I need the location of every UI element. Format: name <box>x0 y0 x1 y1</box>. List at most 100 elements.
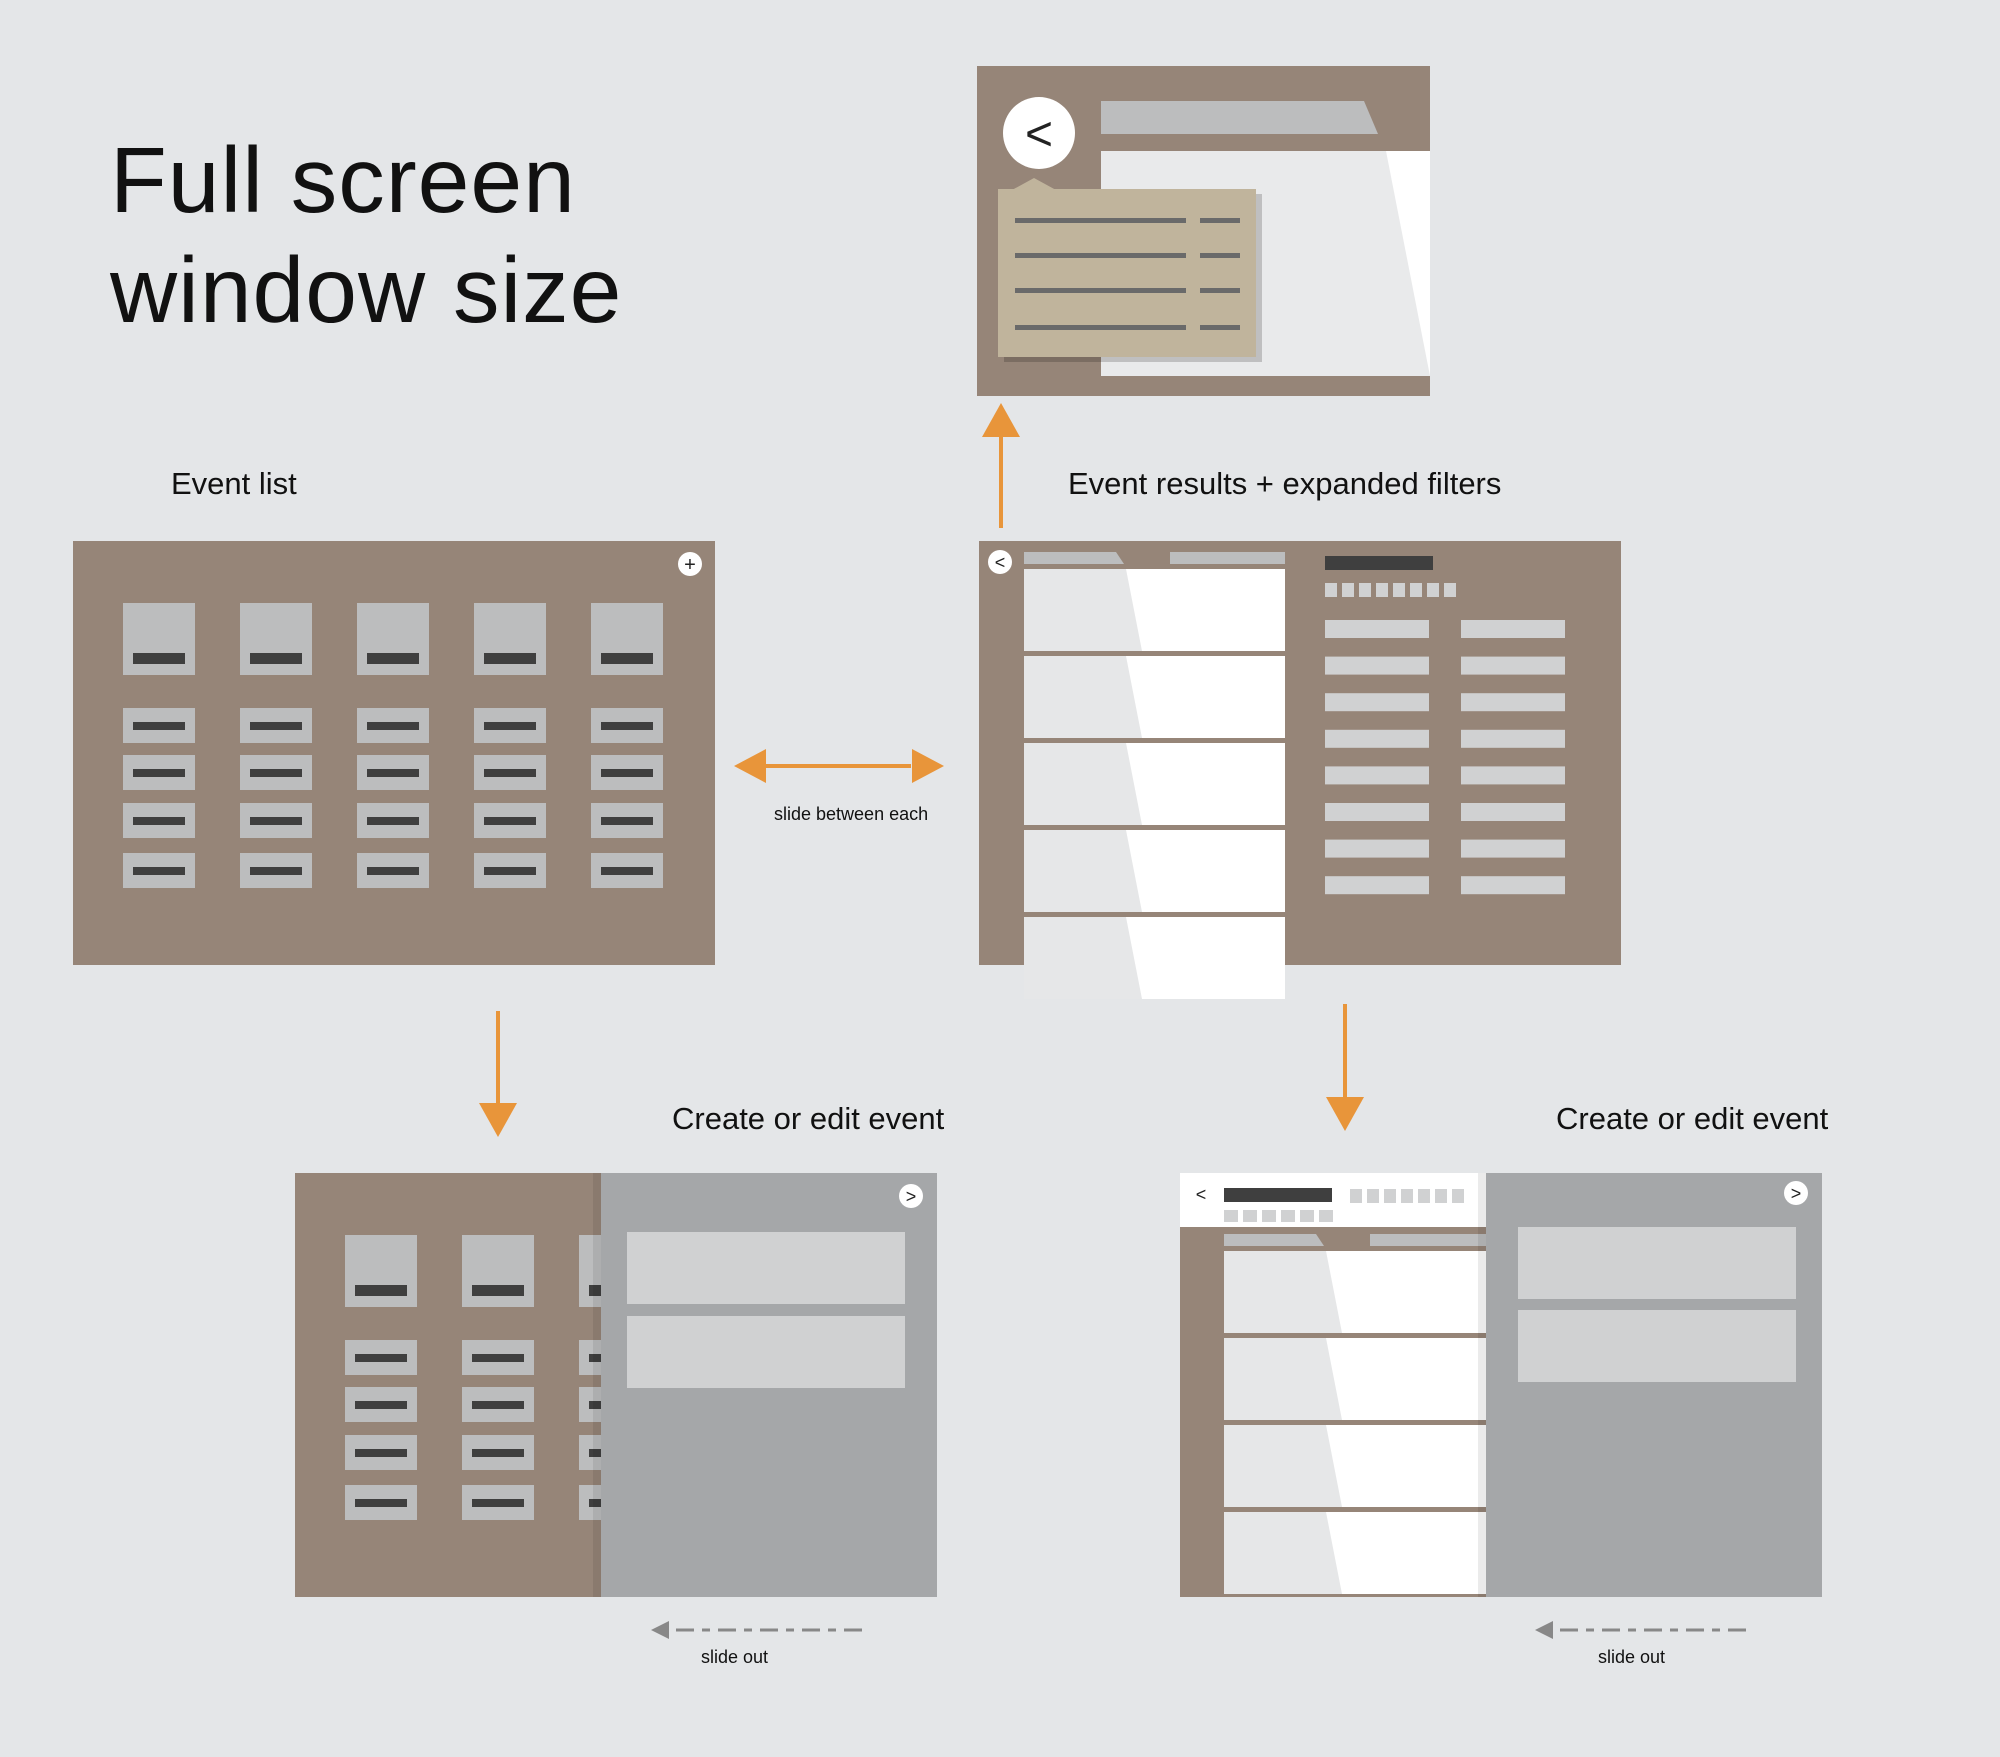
create-right-forward-icon: > <box>1784 1181 1808 1205</box>
event-list-header-tile-bar <box>484 653 536 664</box>
popup-menu-item-line <box>1015 253 1186 258</box>
create-right-result-row-shade <box>1224 1251 1342 1333</box>
filter-option-right <box>1461 803 1565 821</box>
create-right-forward-icon-circle <box>1784 1181 1808 1205</box>
create-left-header-tile-bar <box>355 1285 407 1296</box>
filter-option-left <box>1325 876 1429 895</box>
slide-out-right-arrow-head <box>1535 1621 1553 1639</box>
label-slide-out-right: slide out <box>1598 1647 1666 1667</box>
event-results-result-row-shade <box>1024 917 1142 999</box>
create-right-subheader-block <box>1224 1210 1238 1222</box>
create-right-subheader-block <box>1243 1210 1257 1222</box>
create-right-back-icon: < <box>1189 1182 1213 1206</box>
create-left-tiles <box>345 1235 601 1520</box>
arrow-slide-between-head-left <box>734 749 766 783</box>
slide-out-left-arrow-head <box>651 1621 669 1639</box>
event-list-row-tile-bar <box>133 817 185 825</box>
filter-option-left <box>1325 766 1429 785</box>
event-list-row-tile-bar <box>133 769 185 777</box>
event-list-header-tile-bar <box>601 653 653 664</box>
create-left-forward-icon-circle <box>899 1184 923 1208</box>
create-right-field-2 <box>1518 1310 1796 1382</box>
create-right-result-row <box>1224 1425 1486 1507</box>
popup-screen-bottom-bar <box>977 376 1430 396</box>
create-left-forward-icon-glyph: > <box>906 1186 917 1206</box>
event-list-row-tile-bar <box>484 867 536 875</box>
create-right-forward-icon-glyph: > <box>1791 1183 1802 1203</box>
filter-option-left <box>1325 693 1429 712</box>
filter-option-left <box>1325 656 1429 675</box>
event-list-row-tile-bar <box>484 769 536 777</box>
create-left-row-tile-bar <box>472 1449 524 1457</box>
create-right-panel-shadow <box>1478 1173 1488 1597</box>
filter-option-right <box>1461 876 1565 895</box>
event-results-back-icon: < <box>988 550 1012 574</box>
popup-menu-item-value <box>1200 325 1240 330</box>
event-list-row-tile-bar <box>367 769 419 777</box>
create-left-row-tile-bar <box>589 1401 601 1409</box>
create-left-header-tile <box>345 1235 417 1307</box>
filter-option-right <box>1461 839 1565 858</box>
popup-menu-item-value <box>1200 288 1240 293</box>
create-left-field-2 <box>627 1316 905 1388</box>
create-right-header-block <box>1401 1189 1413 1203</box>
filter-option-right <box>1461 729 1565 748</box>
filters-subheader-block <box>1342 583 1354 597</box>
event-list-header-tile <box>591 603 663 675</box>
filters-subheader-block <box>1444 583 1456 597</box>
event-list-add-icon: + <box>678 552 702 576</box>
create-right-header-block <box>1452 1189 1464 1203</box>
filters-subheader-block <box>1325 583 1337 597</box>
event-list-row-tile-bar <box>601 867 653 875</box>
event-list-header-tile <box>474 603 546 675</box>
create-right-result-row-shade <box>1224 1425 1342 1507</box>
arrow-up-to-popup-head <box>982 403 1020 437</box>
event-list-header-tile-bar <box>133 653 185 664</box>
event-results-tab-1 <box>1024 552 1124 564</box>
event-results-tab-2 <box>1170 552 1285 564</box>
page-title-line-1: Full screen <box>110 128 576 232</box>
popup-menu-pointer <box>1012 178 1056 190</box>
create-left-row-tile-bar <box>472 1499 524 1507</box>
event-list-row-tile-bar <box>133 722 185 730</box>
event-list-header-tile-bar <box>367 653 419 664</box>
create-right-header-bar <box>1224 1188 1332 1202</box>
create-right-header-block <box>1435 1189 1447 1203</box>
filter-option-left <box>1325 803 1429 821</box>
event-list-row-tile-bar <box>250 722 302 730</box>
filter-option-right <box>1461 620 1565 638</box>
create-right-header-block <box>1367 1189 1379 1203</box>
event-results-result-row-shade <box>1024 569 1142 651</box>
create-right-result-row <box>1224 1251 1486 1333</box>
popup-menu-item-line <box>1015 218 1186 223</box>
label-event-results: Event results + expanded filters <box>1068 466 1502 501</box>
event-results-result-row <box>1024 917 1285 999</box>
create-left-row-tile-bar <box>355 1499 407 1507</box>
label-create-edit-right: Create or edit event <box>1556 1101 1829 1136</box>
event-list-row-tile-bar <box>250 817 302 825</box>
create-right-subheader-block <box>1319 1210 1333 1222</box>
label-create-edit-left: Create or edit event <box>672 1101 945 1136</box>
filters-header-bar <box>1325 556 1433 570</box>
filter-option-left <box>1325 729 1429 748</box>
filter-option-right <box>1461 656 1565 675</box>
create-left-panel-shadow <box>593 1173 603 1597</box>
popup-back-icon-glyph: < <box>1025 108 1053 161</box>
filters-subheader-block <box>1393 583 1405 597</box>
event-results-result-row-shade <box>1024 743 1142 825</box>
create-right-tab-1 <box>1224 1234 1324 1246</box>
label-event-list: Event list <box>171 466 297 501</box>
create-right-back-icon-glyph: < <box>1196 1184 1207 1204</box>
event-list-header-tile <box>357 603 429 675</box>
event-list-header-tile <box>123 603 195 675</box>
create-right-result-row <box>1224 1338 1486 1420</box>
event-results-result-row-shade <box>1024 656 1142 738</box>
event-results-result-row <box>1024 830 1285 912</box>
create-left-row-tile-bar <box>472 1354 524 1362</box>
arrow-down-left-head <box>479 1103 517 1137</box>
create-left-header-tile-bar <box>589 1285 601 1296</box>
page-title: Full screen window size <box>110 125 622 345</box>
filter-option-right <box>1461 693 1565 712</box>
event-results-result-row <box>1024 569 1285 651</box>
